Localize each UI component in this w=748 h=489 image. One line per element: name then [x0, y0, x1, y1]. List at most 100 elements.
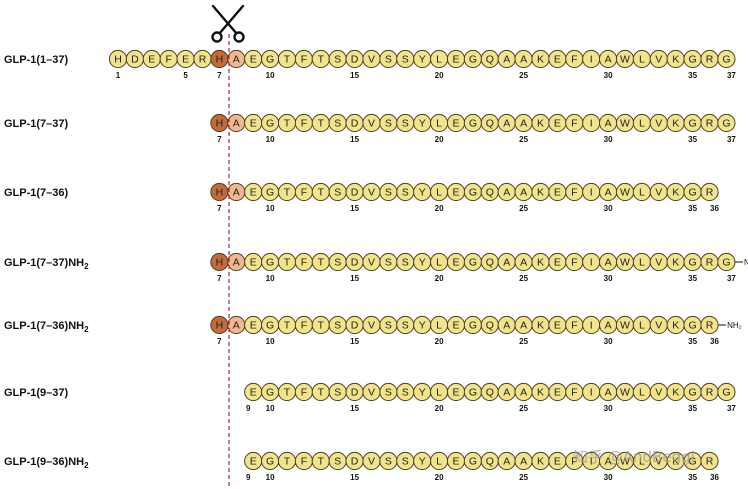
residue-letter: A [233, 118, 240, 130]
residue-letter: K [672, 187, 679, 199]
residue-letter: L [639, 187, 645, 199]
residue-letter: A [605, 118, 612, 130]
residue-letter: E [250, 187, 257, 199]
residue-letter: F [571, 118, 577, 130]
position-number: 10 [266, 274, 275, 283]
residue-letter: T [318, 54, 325, 66]
residue-letter: V [655, 387, 662, 399]
watermark: 知乎 @AndBeggl [573, 448, 695, 466]
residue-letter: E [148, 54, 155, 66]
position-number: 30 [604, 204, 613, 213]
residue-letter: L [436, 320, 442, 332]
peptide-label: GLP-1(1–37) [4, 54, 69, 66]
residue-letter: A [503, 320, 510, 332]
residue-letter: I [590, 118, 593, 130]
residue-letter: Y [419, 187, 426, 199]
residue-letter: Y [419, 387, 426, 399]
position-number: 20 [435, 404, 444, 413]
residue-letter: S [385, 257, 392, 269]
residue-letter: G [722, 257, 730, 269]
residue-letter: K [537, 456, 544, 468]
residue-letter: G [689, 187, 697, 199]
residue-letter: Q [486, 54, 494, 66]
residue-letter: W [620, 387, 630, 399]
residue-letter: G [469, 257, 477, 269]
position-number: 25 [519, 473, 528, 482]
residue-letter: K [537, 320, 544, 332]
residue-letter: Q [486, 320, 494, 332]
residue-letter: V [655, 54, 662, 66]
residue-letter: V [655, 320, 662, 332]
residue-letter: L [436, 456, 442, 468]
residue-letter: E [452, 54, 459, 66]
residue-letter: G [266, 456, 274, 468]
residue-letter: K [537, 118, 544, 130]
peptide-label: GLP-1(9–37) [4, 387, 69, 399]
residue-letter: K [672, 54, 679, 66]
position-number: 5 [183, 71, 188, 80]
residue-letter: Y [419, 257, 426, 269]
residue-circle [717, 49, 736, 69]
residue-letter: S [402, 54, 409, 66]
residue-letter: A [520, 187, 527, 199]
residue-letter: V [368, 118, 375, 130]
residue-letter: H [216, 257, 224, 269]
residue-letter: A [520, 257, 527, 269]
position-number: 37 [727, 274, 736, 283]
residue-letter: S [385, 387, 392, 399]
residue-letter: F [571, 456, 577, 468]
residue-letter: R [706, 320, 714, 332]
residue-letter: D [351, 257, 359, 269]
residue-letter: D [351, 320, 359, 332]
residue-letter: S [385, 320, 392, 332]
position-number: 37 [727, 71, 736, 80]
position-number: 30 [604, 71, 613, 80]
peptide-label: GLP-1(7–37) [4, 118, 69, 130]
residue-circle [717, 382, 736, 402]
residue-letter: Q [486, 118, 494, 130]
position-number: 30 [604, 274, 613, 283]
residue-letter: T [318, 118, 325, 130]
residue-letter: S [334, 320, 341, 332]
residue-letter: G [469, 54, 477, 66]
residue-letter: V [655, 456, 662, 468]
residue-letter: E [452, 257, 459, 269]
residue-letter: G [266, 54, 274, 66]
residue-letter: E [250, 320, 257, 332]
position-number: 35 [688, 337, 697, 346]
residue-letter: A [503, 257, 510, 269]
peptide-label: GLP-1(7–36) [4, 187, 69, 199]
residue-letter: V [368, 257, 375, 269]
residue-circle [717, 252, 736, 272]
residue-letter: S [334, 187, 341, 199]
residue-letter: V [655, 187, 662, 199]
residue-letter: F [571, 187, 577, 199]
residue-letter: Q [486, 456, 494, 468]
residue-letter: L [436, 257, 442, 269]
residue-letter: G [722, 387, 730, 399]
residue-letter: E [554, 187, 561, 199]
residue-letter: E [250, 54, 257, 66]
residue-letter: A [503, 54, 510, 66]
residue-letter: S [385, 118, 392, 130]
residue-letter: H [114, 54, 122, 66]
residue-letter: G [266, 118, 274, 130]
residue-letter: V [368, 320, 375, 332]
residue-letter: E [250, 387, 257, 399]
residue-letter: L [436, 54, 442, 66]
residue-letter: T [284, 54, 291, 66]
residue-letter: G [689, 456, 697, 468]
position-number: 15 [350, 473, 359, 482]
residue-letter: V [368, 387, 375, 399]
residue-letter: T [284, 387, 291, 399]
position-number: 10 [266, 337, 275, 346]
residue-letter: S [402, 456, 409, 468]
residue-letter: E [554, 257, 561, 269]
residue-letter: R [706, 387, 714, 399]
position-number: 15 [350, 71, 359, 80]
residue-letter: G [266, 387, 274, 399]
residue-letter: E [554, 387, 561, 399]
